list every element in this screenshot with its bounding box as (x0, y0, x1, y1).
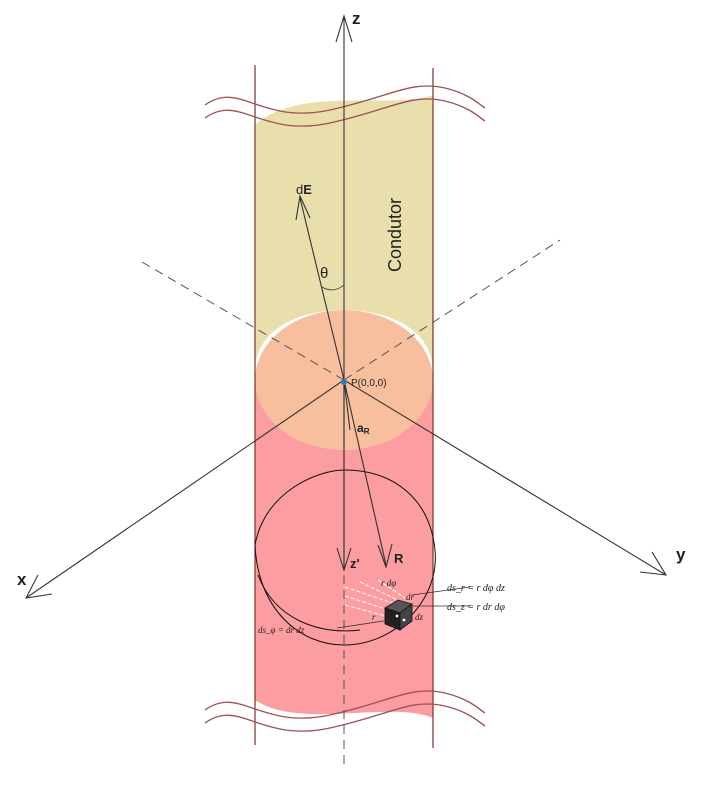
x-axis (25, 379, 345, 599)
ds-phi-pointer (336, 619, 391, 629)
aR-label: aR (357, 421, 370, 436)
top-cut-line-2 (204, 98, 486, 127)
ds-z-formula: ds_z = r dr dφ (447, 602, 505, 613)
r-dphi-label: r dφ (381, 578, 396, 588)
x-axis-back-dashed (141, 261, 345, 381)
x-axis-label: x (17, 570, 27, 589)
ds-phi-formula: ds_φ = dr dz (258, 625, 305, 635)
y-axis-back-dashed (343, 239, 561, 381)
dr-label: dr (406, 592, 415, 602)
theta-label: θ (320, 265, 328, 282)
z-axis-label: z (352, 9, 361, 28)
zprime-label: z' (350, 556, 360, 571)
bottom-cut-line-1 (204, 690, 486, 719)
integration-ring-inner (257, 574, 361, 632)
conductor-label: Condutor (385, 198, 405, 272)
R-vector (343, 379, 387, 566)
dE-arrowhead (295, 194, 311, 221)
aR-unit-vector (343, 379, 351, 431)
integration-ring-outer (254, 469, 436, 646)
y-axis (343, 379, 667, 576)
z-axis-arrowhead (335, 14, 353, 43)
r-label: r (372, 612, 376, 622)
y-axis-arrowhead (639, 551, 668, 576)
top-cut-line-1 (204, 85, 486, 114)
cube-icon (384, 599, 413, 631)
R-arrowhead (377, 543, 393, 569)
bottom-cut-line-2 (204, 703, 486, 732)
dE-vector (299, 197, 345, 381)
R-label: R (394, 551, 404, 566)
y-axis-label: y (676, 545, 686, 564)
dz-label: dz (415, 612, 424, 622)
origin-point (341, 379, 347, 385)
ds-r-pointer (411, 586, 471, 596)
theta-arc (321, 284, 345, 291)
ds-r-formula: ds_r = r dφ dz (447, 583, 505, 594)
x-axis-arrowhead (25, 574, 53, 599)
zprime-arrowhead (336, 547, 352, 572)
dE-label: dE (296, 182, 312, 197)
origin-label: P(0,0,0) (351, 378, 387, 389)
